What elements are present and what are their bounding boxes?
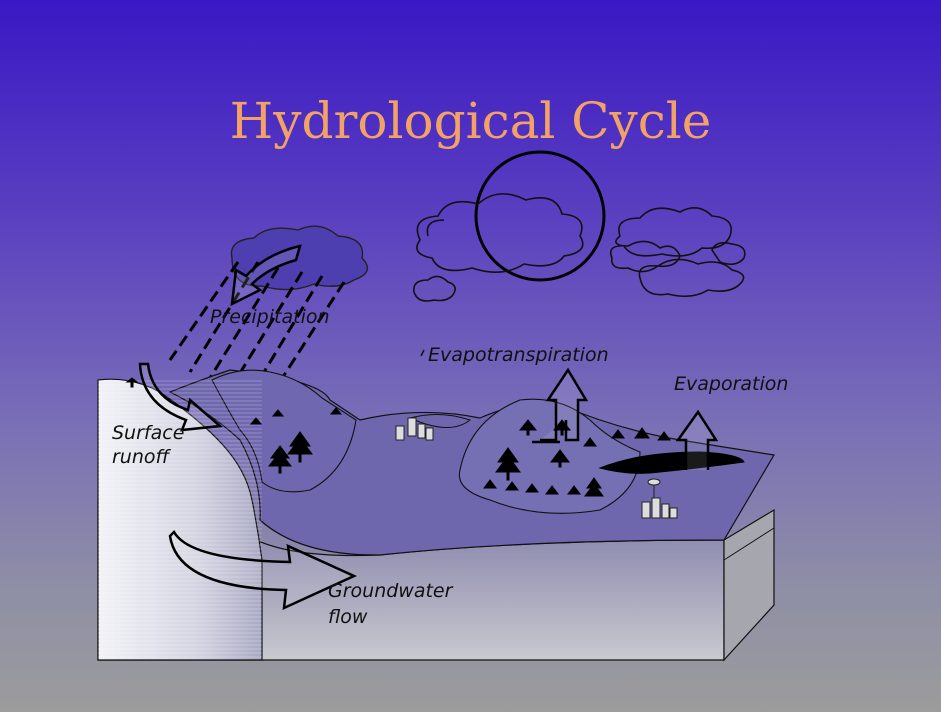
cloud-center-icon [416,193,584,273]
tree-icon [583,437,597,447]
tree-icon [249,417,263,425]
surface-runoff-label-line2: runoff [112,446,170,468]
groundwater-label-line2: flow [328,606,368,628]
tree-icon [545,485,559,495]
tree-icon [125,377,139,388]
tree-icon [552,419,572,436]
tree-icon [287,431,313,463]
surface-runoff-label-line1: Surface [112,422,185,444]
tree-icon [550,449,570,468]
tree-icon [495,447,521,481]
tree-icon [329,407,343,415]
tree-icon [267,445,293,474]
tree-icon [584,477,604,497]
buildings-left-icon [395,417,434,441]
tree-icon [505,481,519,491]
tree-icon [483,479,497,489]
tree-icon [271,409,285,417]
tree-icon [518,419,538,436]
sun-icon [474,150,606,282]
land-block-side [723,508,775,662]
trees-group [125,377,671,497]
buildings-right-icon [641,478,678,519]
groundwater-flow-arrow-icon [168,529,358,611]
tree-icon [634,427,650,439]
evaporation-arrow-icon [675,409,719,470]
precipitation-label: Precipitation [210,306,330,328]
evapotranspiration-label: Evapotranspiration [428,344,609,366]
tree-icon [611,429,625,439]
precipitation-arrow-icon [230,244,302,307]
evapotranspiration-arrow-icon [540,367,589,442]
surface-runoff-arrow-icon [138,362,223,432]
tree-icon [525,483,539,493]
cloud-right-icon [609,207,746,298]
evaporation-label: Evaporation [674,373,789,395]
cloud-small-icon [412,275,456,302]
slide-title: Hydrological Cycle [229,92,712,150]
tree-icon [567,485,581,495]
cliff-texture [98,380,262,660]
groundwater-label-line1: Groundwater [328,580,453,602]
tree-icon [657,431,671,441]
